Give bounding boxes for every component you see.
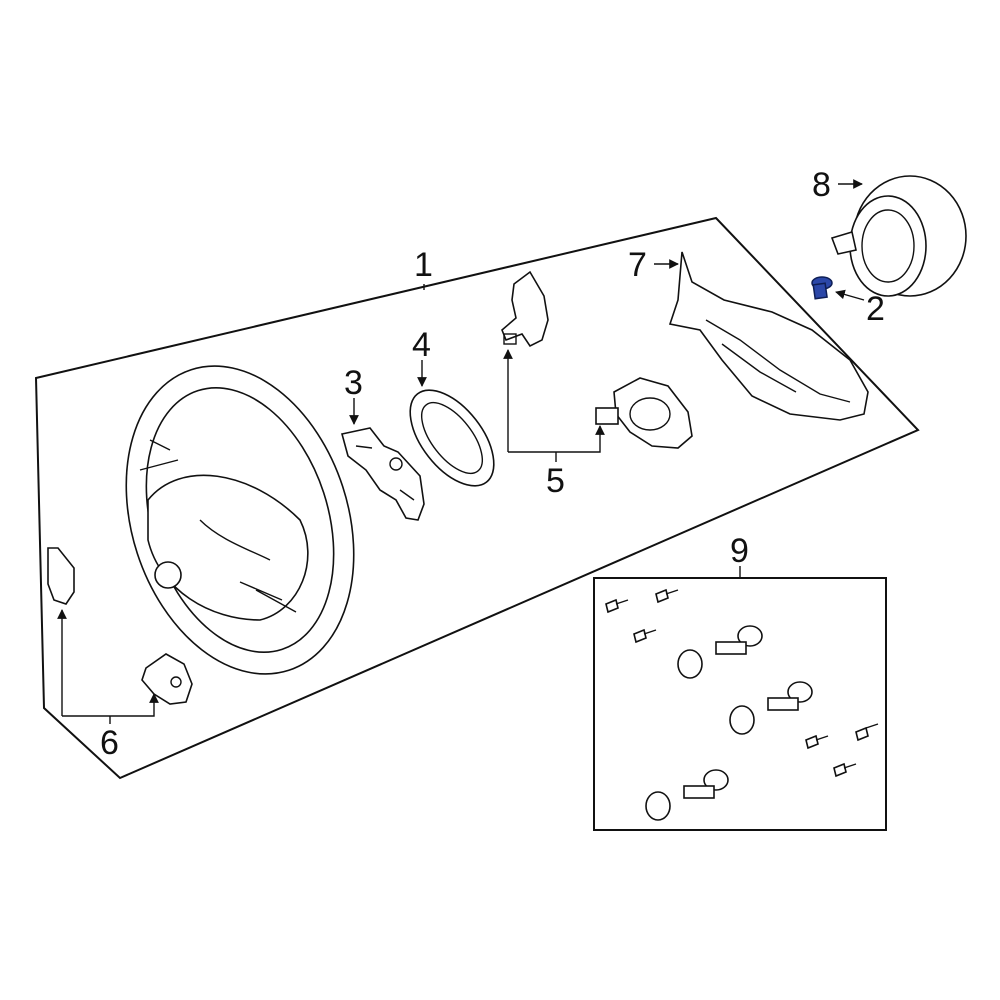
callout-1: 1: [414, 246, 433, 284]
leader-6b: [62, 693, 159, 717]
leader-2: [835, 289, 865, 301]
part-6-bracket-lower[interactable]: [141, 653, 193, 705]
callout-2: 2: [866, 290, 885, 328]
leader-5b: [508, 425, 605, 453]
callout-3: 3: [344, 364, 363, 402]
callout-7: 7: [628, 246, 647, 284]
part-2-bolt[interactable]: [811, 276, 833, 300]
callout-8: 8: [812, 166, 831, 204]
part-9-hardware-kit[interactable]: [605, 588, 879, 821]
part-9-hardware-box: [593, 577, 887, 831]
callout-4: 4: [412, 326, 431, 364]
callout-9: 9: [730, 532, 749, 570]
steering-wheel[interactable]: [88, 336, 391, 703]
part-5-switch-lower[interactable]: [595, 377, 693, 449]
part-7-rear-cover[interactable]: [668, 251, 869, 421]
callout-6: 6: [100, 724, 119, 762]
part-8-airbag[interactable]: [830, 175, 967, 297]
callout-5: 5: [546, 462, 565, 500]
part-6-bracket-upper[interactable]: [47, 547, 75, 605]
part-3-switch-bracket[interactable]: [341, 427, 425, 521]
assembly-group-outline: [34, 216, 920, 780]
part-5-switch-upper[interactable]: [501, 270, 549, 348]
part-4-ring-plate[interactable]: [394, 375, 510, 500]
